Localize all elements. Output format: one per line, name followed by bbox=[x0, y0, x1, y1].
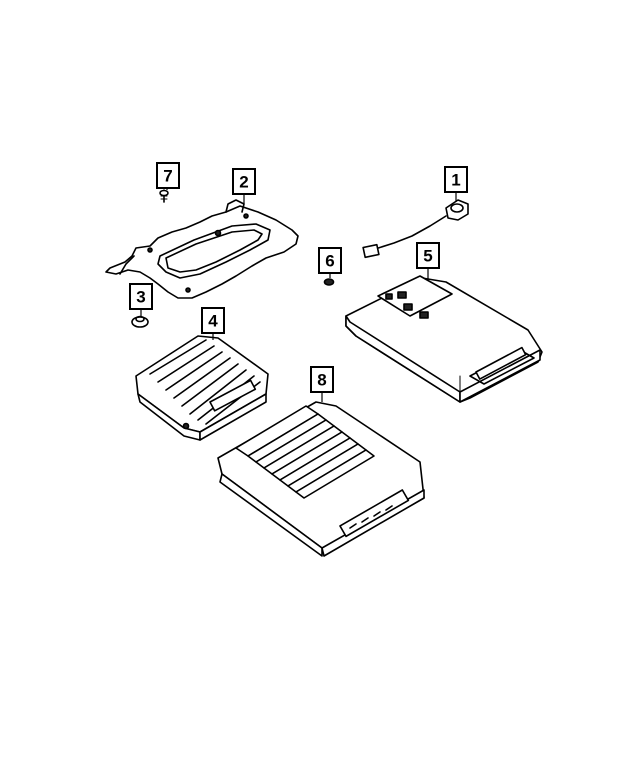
callout-1: 1 bbox=[444, 166, 468, 193]
callout-3: 3 bbox=[129, 283, 153, 310]
small-nut-icon bbox=[323, 278, 335, 286]
antenna-cable-icon bbox=[362, 199, 469, 259]
callout-7: 7 bbox=[156, 162, 180, 189]
svg-text:6: 6 bbox=[325, 252, 334, 271]
mounting-bracket-icon bbox=[105, 199, 299, 299]
svg-text:7: 7 bbox=[163, 167, 172, 186]
svg-text:8: 8 bbox=[317, 371, 326, 390]
amplifier-module-icon bbox=[217, 401, 425, 557]
control-module-icon bbox=[345, 275, 543, 403]
callout-8: 8 bbox=[310, 366, 334, 393]
callout-2: 2 bbox=[232, 168, 256, 195]
svg-text:5: 5 bbox=[423, 247, 432, 266]
callout-4: 4 bbox=[201, 307, 225, 334]
svg-text:1: 1 bbox=[451, 171, 460, 190]
svg-text:2: 2 bbox=[239, 173, 248, 192]
leader-lines bbox=[140, 188, 457, 402]
callout-6: 6 bbox=[318, 247, 342, 274]
finned-module-icon bbox=[135, 335, 269, 441]
bolt-icon bbox=[159, 189, 169, 203]
nut-icon bbox=[131, 315, 149, 328]
svg-text:3: 3 bbox=[136, 288, 145, 307]
svg-text:4: 4 bbox=[208, 312, 218, 331]
callout-5: 5 bbox=[416, 242, 440, 269]
